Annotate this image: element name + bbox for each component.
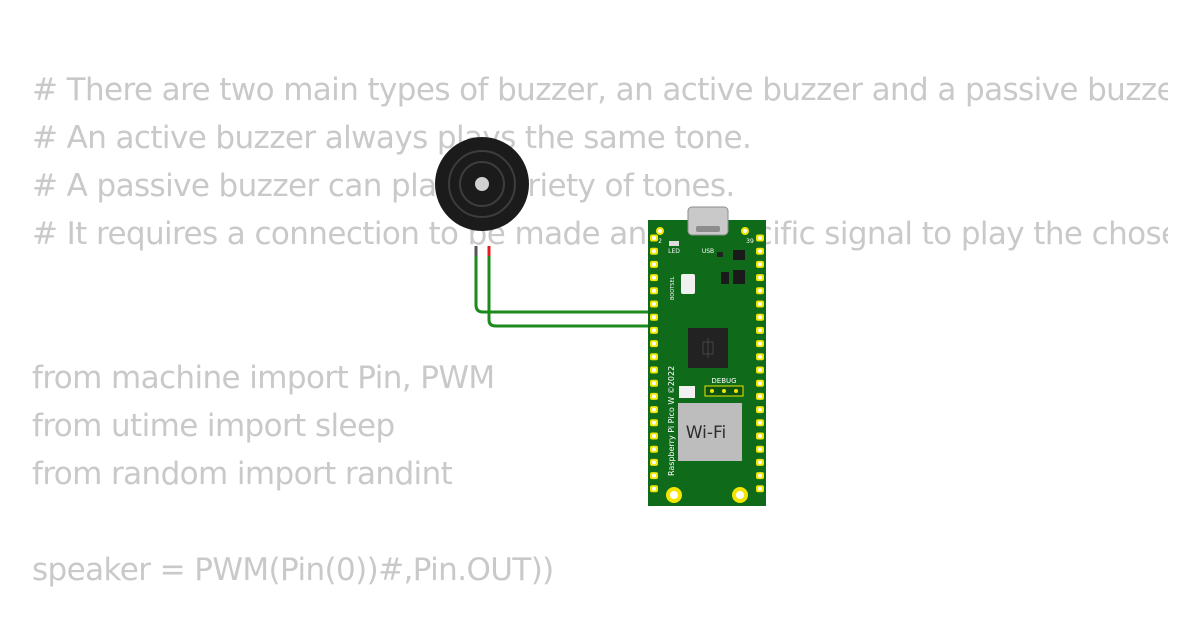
gpio-pin-hole: [652, 262, 656, 267]
gpio-pin-hole: [758, 473, 762, 478]
gpio-pin-hole: [758, 302, 762, 306]
gpio-pin-hole: [758, 486, 762, 491]
gpio-pin-hole: [652, 486, 656, 491]
pin-number-left: 2: [658, 238, 662, 245]
gpio-pin-hole: [758, 407, 762, 412]
pico-w-board[interactable]: USB LED 2 39 BOOTSEL Raspberry Pi Pico W…: [648, 206, 766, 506]
wifi-label: Wi-Fi: [686, 423, 727, 443]
mounting-holes: [656, 227, 749, 503]
led-label: LED: [668, 248, 680, 255]
gpio-pin-hole: [652, 354, 656, 359]
usb-connector: [687, 206, 729, 236]
gpio-pin-hole: [758, 249, 762, 254]
gpio-pin-hole: [758, 460, 762, 465]
debug-label: DEBUG: [711, 377, 736, 385]
gpio-pin-hole: [758, 354, 762, 359]
code-line: speaker = PWM(Pin(0))#,Pin.OUT)): [32, 552, 554, 588]
pin-header-left: [650, 234, 658, 493]
gpio-pin-hole: [758, 262, 762, 267]
smd-component: [721, 272, 729, 284]
buzzer-wires: [474, 246, 656, 328]
wire-ground: [474, 248, 656, 314]
gpio-pin-hole: [758, 381, 762, 386]
code-line: from utime import sleep: [32, 408, 395, 444]
bootsel-label: BOOTSEL: [670, 276, 676, 300]
smd-component: [733, 250, 745, 260]
code-line: from random import randint: [32, 456, 453, 492]
bootsel-button[interactable]: [681, 274, 695, 294]
gpio-pin-hole: [652, 381, 656, 386]
gpio-pin-hole: [652, 434, 656, 438]
board-model-label: Raspberry Pi Pico W ©2022: [667, 366, 676, 476]
gpio-pin-hole: [652, 288, 656, 293]
code-line: from machine import Pin, PWM: [32, 360, 495, 396]
gpio-pin-hole: [652, 407, 656, 412]
gpio-pin-hole: [652, 249, 656, 254]
gpio-pin-hole: [758, 368, 762, 372]
usb-label: USB: [702, 248, 714, 255]
gpio-pin-hole: [758, 341, 762, 346]
pin-header-right: [756, 234, 764, 493]
gpio-pin-hole: [652, 315, 656, 320]
gpio-pin-hole: [758, 447, 762, 452]
gpio-pin-hole: [652, 368, 656, 372]
smd-component: [679, 386, 695, 398]
wire-signal: [487, 248, 656, 328]
gpio-pin-hole: [758, 236, 762, 240]
smd-component: [733, 270, 745, 284]
gpio-pin-hole: [652, 447, 656, 452]
gpio-pin-hole: [758, 394, 762, 399]
gpio-pin-hole: [652, 460, 656, 465]
smd-component: [717, 252, 723, 257]
gpio-pin-hole: [652, 341, 656, 346]
gpio-pin-hole: [758, 275, 762, 280]
gpio-pin-hole: [652, 302, 656, 306]
gpio-pin-hole: [652, 275, 656, 280]
gpio-pin-hole: [758, 420, 762, 425]
gpio-pin-hole: [652, 236, 656, 240]
gpio-pin-hole: [652, 473, 656, 478]
code-line: # There are two main types of buzzer, an…: [32, 72, 1168, 108]
gpio-pin-hole: [758, 434, 762, 438]
gpio-pin-hole: [652, 420, 656, 425]
gpio-pin-hole: [758, 288, 762, 293]
gpio-pin-hole: [652, 394, 656, 399]
pin-number-right: 39: [746, 238, 754, 245]
gpio-pin-hole: [758, 328, 762, 333]
led: [669, 241, 679, 246]
gpio-pin-hole: [758, 315, 762, 320]
passive-buzzer[interactable]: [435, 137, 529, 231]
gpio-pin-hole: [652, 328, 656, 333]
wifi-module: [678, 403, 742, 461]
